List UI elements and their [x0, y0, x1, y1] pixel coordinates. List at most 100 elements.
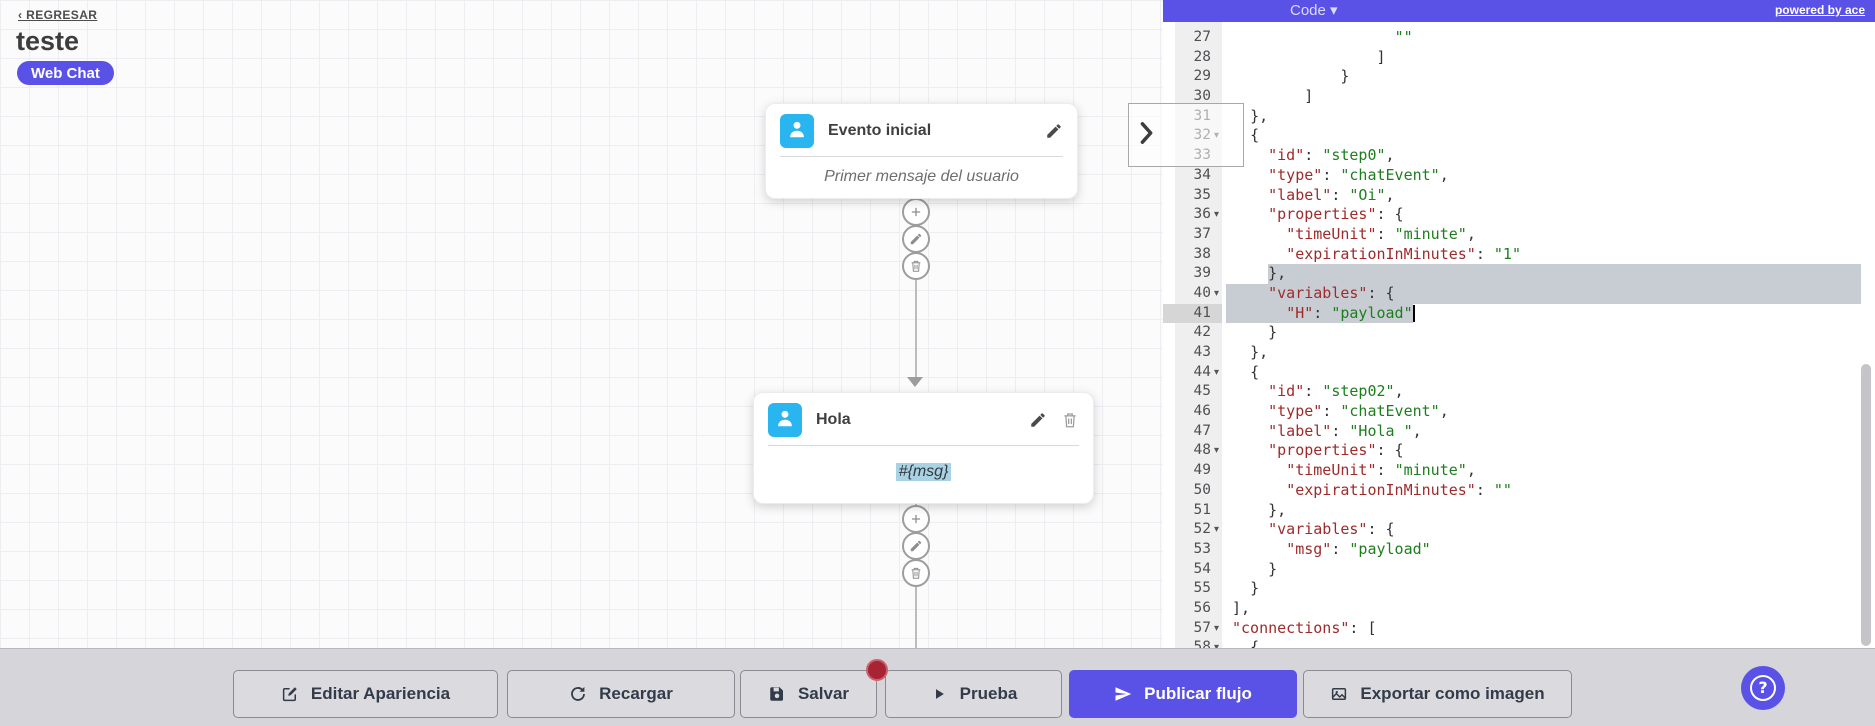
bottom-toolbar: Editar Apariencia Recargar Salvar Prueba Pub… [0, 648, 1875, 726]
code-line: 33 "id": "step0", [1163, 146, 1875, 166]
code-line: 37 "timeUnit": "minute", [1163, 225, 1875, 245]
plus-icon [909, 205, 923, 219]
line-number[interactable]: 57▾ [1163, 619, 1222, 639]
button-label: Salvar [797, 684, 850, 703]
line-number[interactable]: 34 [1193, 166, 1211, 183]
node-body: #{msg} [754, 446, 1093, 498]
delete-node-icon[interactable] [1061, 411, 1079, 429]
button-label: Editar Apariencia [310, 684, 451, 703]
page-title: teste [16, 26, 80, 56]
connector-pencil-button[interactable] [902, 532, 930, 560]
code-mode-dropdown[interactable]: Code ▾ [1290, 2, 1338, 19]
connector-line [915, 197, 917, 378]
fold-caret-icon[interactable]: ▾ [1213, 287, 1220, 299]
code-line: 48▾ "properties": { [1163, 441, 1875, 461]
line-number[interactable]: 44▾ [1163, 363, 1222, 383]
code-line: 44▾ { [1163, 363, 1875, 383]
line-number[interactable]: 35 [1193, 186, 1211, 203]
fold-caret-icon[interactable]: ▾ [1213, 524, 1220, 536]
fold-caret-icon[interactable]: ▾ [1213, 366, 1220, 378]
back-link[interactable]: ‹ REGRESAR [18, 8, 98, 22]
node-header: Hola [754, 393, 1093, 445]
node-title: Hola [816, 411, 851, 428]
connector-trash-button[interactable] [902, 252, 930, 280]
line-number[interactable]: 55 [1193, 580, 1211, 597]
line-number[interactable]: 30 [1193, 88, 1211, 105]
fold-caret-icon[interactable]: ▾ [1213, 622, 1220, 634]
fold-caret-icon[interactable]: ▾ [1213, 209, 1220, 221]
flow-canvas[interactable]: ‹ REGRESAR teste Web Chat Evento inicial… [0, 0, 1163, 648]
edit-square-icon [281, 685, 299, 703]
editar-apariencia-button[interactable]: Editar Apariencia [233, 670, 498, 718]
line-number[interactable]: 39 [1193, 265, 1211, 282]
plus-icon [909, 512, 923, 526]
editor-scrollbar[interactable] [1861, 364, 1871, 646]
line-number[interactable]: 51 [1193, 501, 1211, 518]
node-title: Evento inicial [828, 122, 932, 139]
collapse-code-panel-button[interactable] [1128, 103, 1244, 167]
code-line: 58▾ { [1163, 638, 1875, 648]
code-line: 53 "msg": "payload" [1163, 540, 1875, 560]
node-actions [1029, 411, 1079, 429]
line-number[interactable]: 37 [1193, 225, 1211, 242]
line-number[interactable]: 48▾ [1163, 441, 1222, 461]
refresh-icon [569, 685, 587, 703]
code-line: 40▾ "variables": { [1163, 283, 1875, 304]
button-label: Prueba [959, 684, 1018, 703]
exportar-como-imagen-button[interactable]: Exportar como imagen [1303, 670, 1572, 718]
line-number[interactable]: 49 [1193, 462, 1211, 479]
line-number[interactable]: 46 [1193, 403, 1211, 420]
node-body: Primer mensaje del usuario [824, 168, 1019, 185]
connector-arrow-icon [907, 377, 923, 387]
channel-badge: Web Chat [17, 61, 114, 85]
node-evento-inicial[interactable]: Evento inicial Primer mensaje del usuari… [765, 103, 1078, 199]
line-number[interactable]: 45 [1193, 383, 1211, 400]
line-number[interactable]: 43 [1193, 344, 1211, 360]
code-line: 31 }, [1163, 107, 1875, 127]
line-number[interactable]: 27 [1193, 29, 1211, 45]
line-number[interactable]: 38 [1193, 245, 1211, 262]
fold-caret-icon[interactable]: ▾ [1213, 642, 1220, 648]
line-number[interactable]: 56 [1193, 599, 1211, 616]
publicar-flujo-button[interactable]: Publicar flujo [1069, 670, 1297, 718]
connector-plus-button[interactable] [902, 198, 930, 226]
image-icon [1330, 685, 1348, 703]
powered-by-ace-link[interactable]: powered by ace [1774, 3, 1865, 17]
line-number[interactable]: 41 [1163, 303, 1222, 324]
line-number[interactable]: 52▾ [1163, 520, 1222, 540]
salvar-button[interactable]: Salvar [740, 670, 877, 718]
code-line: 51 }, [1163, 501, 1875, 521]
node-divider [780, 156, 1063, 157]
line-number[interactable]: 50 [1193, 481, 1211, 498]
caret-down-icon: ▾ [1330, 2, 1338, 19]
code-line: 29 } [1163, 67, 1875, 87]
node-hola[interactable]: Hola #{msg} [753, 392, 1094, 504]
line-number[interactable]: 40▾ [1163, 284, 1222, 304]
help-button[interactable]: ? [1741, 666, 1785, 710]
code-line: 52▾ "variables": { [1163, 520, 1875, 540]
connector-trash-button[interactable] [902, 559, 930, 587]
edit-node-icon[interactable] [1029, 411, 1047, 429]
selection-highlight [1226, 303, 1413, 324]
line-number[interactable]: 36▾ [1163, 205, 1222, 225]
prueba-button[interactable]: Prueba [885, 670, 1062, 718]
line-number[interactable]: 42 [1193, 324, 1211, 341]
pencil-icon [909, 232, 923, 246]
code-line: 47 "label": "Hola ", [1163, 422, 1875, 442]
edit-node-icon[interactable] [1045, 122, 1063, 140]
code-line: 32▾ { [1163, 126, 1875, 146]
line-number[interactable]: 29 [1193, 68, 1211, 85]
line-number[interactable]: 54 [1193, 560, 1211, 577]
code-editor[interactable]: 27 ""28 ]29 }30 ]31 },32▾ {33 "id": "ste… [1163, 22, 1875, 648]
line-number[interactable]: 47 [1193, 422, 1211, 439]
line-number[interactable]: 58▾ [1163, 638, 1222, 648]
connector-pencil-button[interactable] [902, 225, 930, 253]
line-number[interactable]: 53 [1193, 540, 1211, 557]
trash-icon [909, 259, 923, 273]
recargar-button[interactable]: Recargar [507, 670, 735, 718]
user-avatar-icon [768, 403, 802, 437]
line-number[interactable]: 28 [1193, 48, 1211, 65]
connector-plus-button[interactable] [902, 505, 930, 533]
fold-caret-icon[interactable]: ▾ [1213, 445, 1220, 457]
